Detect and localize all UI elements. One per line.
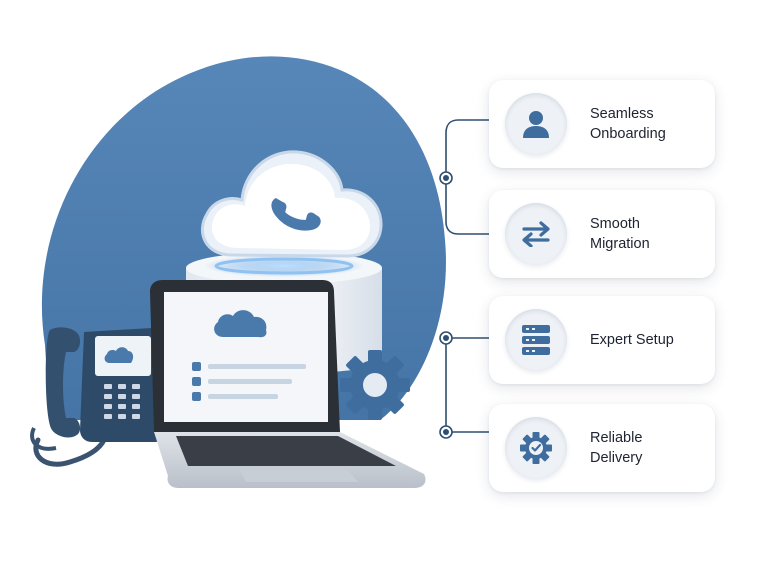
feature-card-onboarding: Seamless Onboarding: [489, 80, 715, 168]
server-icon: [505, 309, 567, 371]
connector-nodes: [439, 171, 453, 439]
feature-label: Reliable Delivery: [590, 430, 643, 466]
phone-handset-icon: [271, 197, 321, 231]
feature-card-migration: Smooth Migration: [489, 190, 715, 278]
feature-label: Seamless Onboarding: [590, 106, 666, 142]
feature-label: Smooth Migration: [590, 216, 650, 252]
gear-icon: [340, 350, 410, 420]
person-icon: [505, 93, 567, 155]
swap-arrows-icon: [505, 203, 567, 265]
feature-card-delivery: Reliable Delivery: [489, 404, 715, 492]
feature-label: Expert Setup: [590, 332, 674, 348]
desk-phone: [30, 327, 168, 467]
cloud-icon: [201, 150, 383, 258]
gear-check-icon: [505, 417, 567, 479]
feature-card-setup: Expert Setup: [489, 296, 715, 384]
connector-lines: [445, 119, 489, 433]
laptop: [150, 280, 426, 488]
